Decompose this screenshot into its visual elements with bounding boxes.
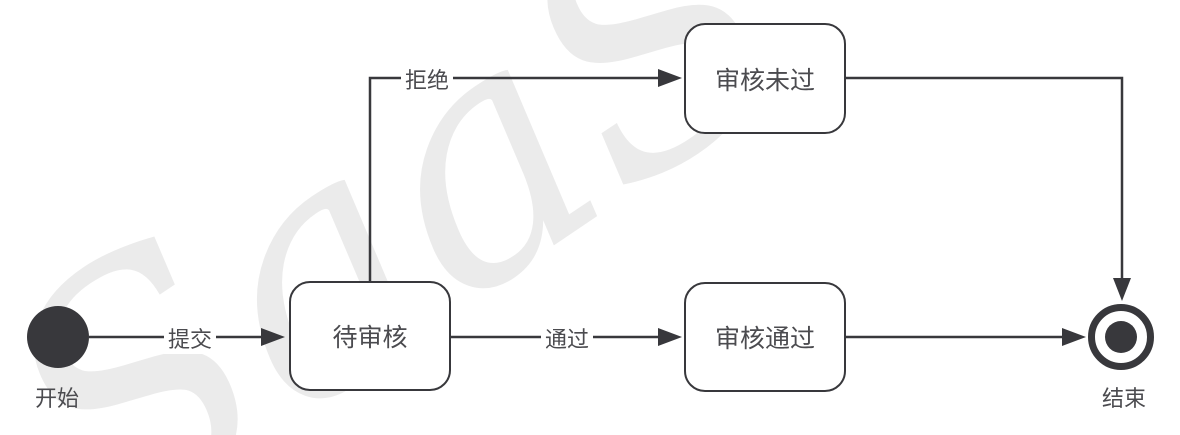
end-node-inner-dot (1105, 321, 1137, 353)
edge-label-pass[interactable]: 通过 (540, 322, 594, 354)
state-review-approved[interactable]: 审核通过 (684, 282, 846, 392)
edge-reject (368, 69, 682, 281)
state-pending-review[interactable]: 待审核 (289, 281, 451, 391)
edge-label-reject[interactable]: 拒绝 (400, 63, 454, 95)
edge-rejected-to-end (846, 76, 1131, 301)
edge-label-submit[interactable]: 提交 (163, 322, 217, 354)
end-node-label: 结束 (1101, 386, 1147, 411)
end-node[interactable] (1088, 304, 1154, 370)
start-node[interactable] (27, 306, 89, 368)
start-node-label: 开始 (34, 386, 80, 411)
state-pending-review-label: 待审核 (332, 324, 408, 352)
edge-approved-to-end (846, 328, 1086, 346)
state-review-rejected-label: 审核未过 (714, 66, 815, 95)
state-review-rejected[interactable]: 审核未过 (684, 23, 846, 134)
state-review-approved-label: 审核通过 (714, 325, 815, 353)
